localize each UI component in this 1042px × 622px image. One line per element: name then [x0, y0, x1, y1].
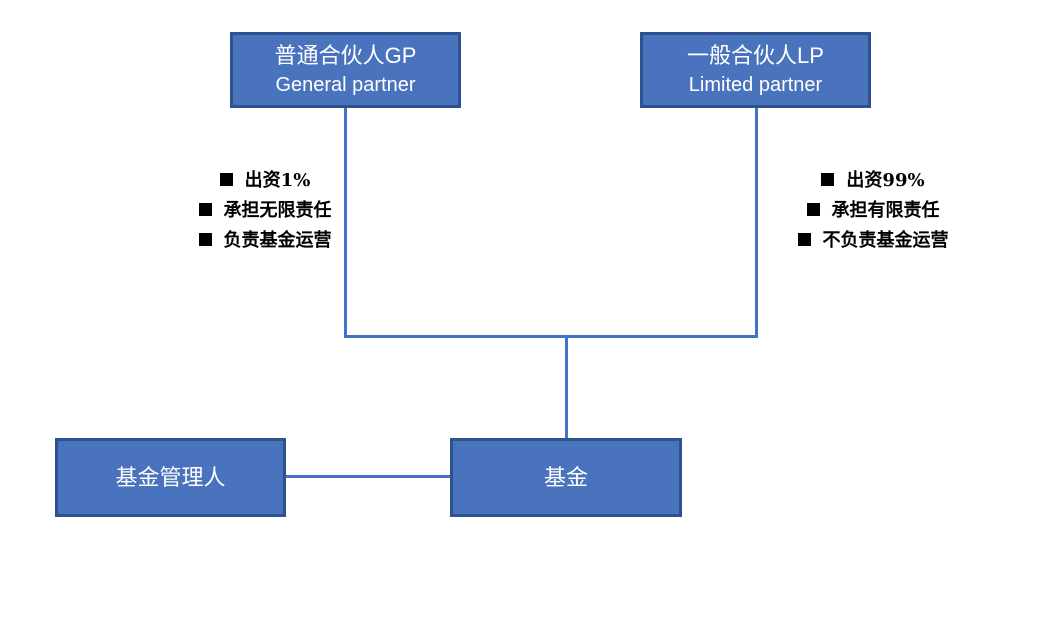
manager-box: 基金管理人 — [55, 438, 286, 517]
lp-notes-list: 出资99% 承担有限责任 不负责基金运营 — [755, 166, 991, 252]
bullet-square-icon — [821, 172, 835, 186]
manager-box-label: 基金管理人 — [115, 464, 226, 490]
connector-horizontal-join — [344, 335, 758, 338]
gp-note-text: 承担无限责任 — [223, 200, 332, 221]
bullet-square-icon — [198, 232, 212, 246]
gp-box: 普通合伙人GP General partner — [230, 32, 461, 108]
gp-notes-list: 出资1% 承担无限责任 负责基金运营 — [150, 166, 380, 252]
list-item: 承担有限责任 — [806, 196, 940, 222]
bullet-square-icon — [797, 232, 811, 246]
connector-fund-vertical — [565, 335, 568, 438]
list-item: 承担无限责任 — [198, 196, 332, 222]
lp-box-label-zh: 一般合伙人LP — [687, 42, 824, 68]
connector-gp-vertical — [344, 108, 347, 338]
gp-box-label-zh: 普通合伙人GP — [274, 42, 417, 68]
gp-note-text: 负责基金运营 — [223, 230, 332, 251]
gp-box-label-en: General partner — [275, 74, 416, 97]
lp-box: 一般合伙人LP Limited partner — [640, 32, 871, 108]
bullet-square-icon — [806, 202, 820, 216]
list-item: 出资1% — [219, 166, 311, 192]
list-item: 不负责基金运营 — [797, 226, 949, 252]
fund-box-label: 基金 — [543, 464, 588, 490]
lp-note-text: 承担有限责任 — [831, 200, 940, 221]
list-item: 出资99% — [821, 166, 925, 192]
gp-note-text: 出资1% — [244, 170, 311, 191]
bullet-square-icon — [198, 202, 212, 216]
lp-box-label-en: Limited partner — [688, 74, 823, 97]
connector-lp-vertical — [755, 108, 758, 338]
lp-note-text: 不负责基金运营 — [822, 230, 949, 251]
lp-note-text: 出资99% — [846, 170, 925, 191]
list-item: 负责基金运营 — [198, 226, 332, 252]
bullet-square-icon — [219, 172, 233, 186]
fund-box: 基金 — [450, 438, 682, 517]
connector-manager-fund — [284, 475, 452, 478]
